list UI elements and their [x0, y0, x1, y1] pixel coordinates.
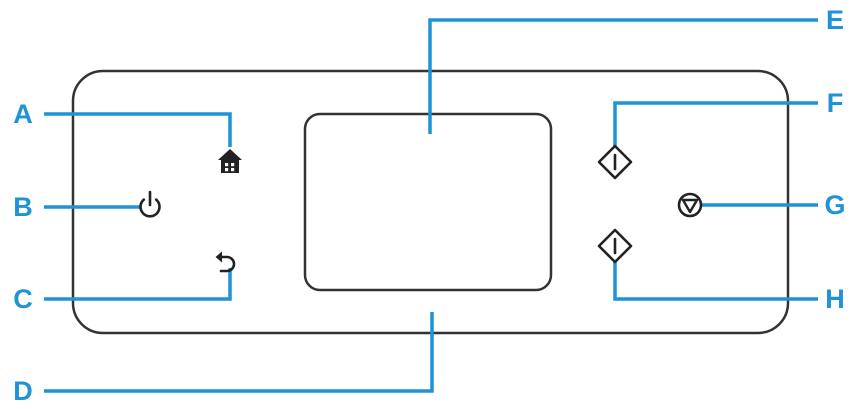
callout-label-a: A — [13, 99, 33, 129]
callout-line-f — [613, 101, 818, 146]
callout-label-g: G — [824, 190, 846, 220]
start-icon[interactable] — [597, 144, 633, 180]
stop-icon[interactable] — [677, 192, 703, 218]
callout-label-h: H — [825, 284, 845, 314]
callout-line-d — [44, 312, 434, 393]
power-icon[interactable] — [139, 190, 161, 218]
start-icon[interactable] — [597, 228, 633, 264]
callout-line-e — [428, 18, 818, 134]
callout-line-c — [44, 268, 232, 301]
callout-label-e: E — [825, 5, 844, 35]
callout-label-b: B — [13, 192, 33, 222]
home-icon[interactable] — [218, 149, 242, 173]
callout-label-c: C — [13, 284, 33, 314]
callout-line-h — [613, 262, 818, 301]
touch-screen — [303, 112, 553, 292]
back-icon[interactable] — [215, 251, 236, 273]
callout-label-f: F — [826, 88, 844, 118]
callout-line-a — [44, 112, 232, 147]
callout-label-d: D — [13, 376, 33, 406]
